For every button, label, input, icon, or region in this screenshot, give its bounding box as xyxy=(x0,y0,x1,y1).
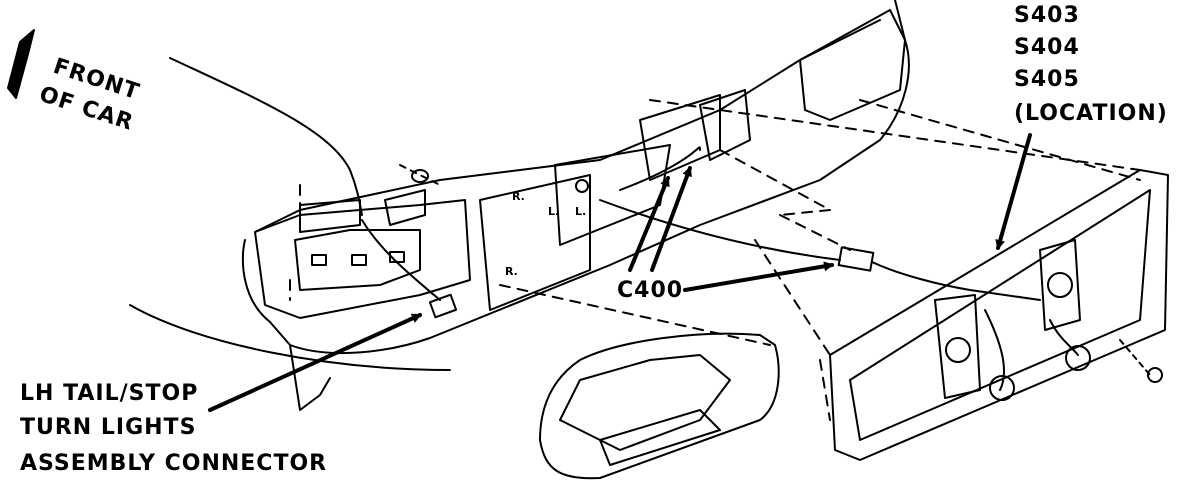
mark-l-1: L. xyxy=(548,205,559,218)
rear-body-outline xyxy=(241,0,910,355)
body-curve xyxy=(129,304,451,371)
lh-lamp-pocket xyxy=(254,199,471,319)
wiring-harness-left xyxy=(169,57,363,216)
lh-tail-arrow xyxy=(208,313,422,412)
front-of-car-arrow xyxy=(7,29,35,99)
wiring-harness-right xyxy=(871,261,1041,301)
lh-tail-label-line2: TURN LIGHTS xyxy=(20,415,196,440)
c400-arrow-1 xyxy=(628,176,670,272)
c400-connector xyxy=(837,246,875,272)
splice-label-s404: S404 xyxy=(1014,35,1080,60)
lh-tail-label-line1: LH TAIL/STOP xyxy=(20,381,198,406)
c400-arrow-3 xyxy=(683,261,834,292)
splice-label-s403: S403 xyxy=(1014,3,1080,28)
lh-tail-lamp-assembly xyxy=(539,332,780,480)
lh-tail-label-line3: ASSEMBLY CONNECTOR xyxy=(20,451,327,476)
mark-l-2: L. xyxy=(575,205,586,218)
c400-arrow-2 xyxy=(650,166,692,272)
license-pocket xyxy=(479,174,591,311)
splice-label-location: (LOCATION) xyxy=(1014,101,1168,126)
mark-r-2: R. xyxy=(505,265,518,278)
mark-r-1: R. xyxy=(512,190,525,203)
splice-arrow xyxy=(995,133,1032,250)
body-lower-shape xyxy=(289,344,331,411)
right-upper-housing xyxy=(799,9,906,121)
splice-label-s405: S405 xyxy=(1014,67,1080,92)
right-lamp-panel xyxy=(829,169,1169,461)
assembly-guide-lines xyxy=(289,99,1141,421)
c400-label: C400 xyxy=(617,278,683,303)
lh-tail-connector xyxy=(428,293,458,319)
